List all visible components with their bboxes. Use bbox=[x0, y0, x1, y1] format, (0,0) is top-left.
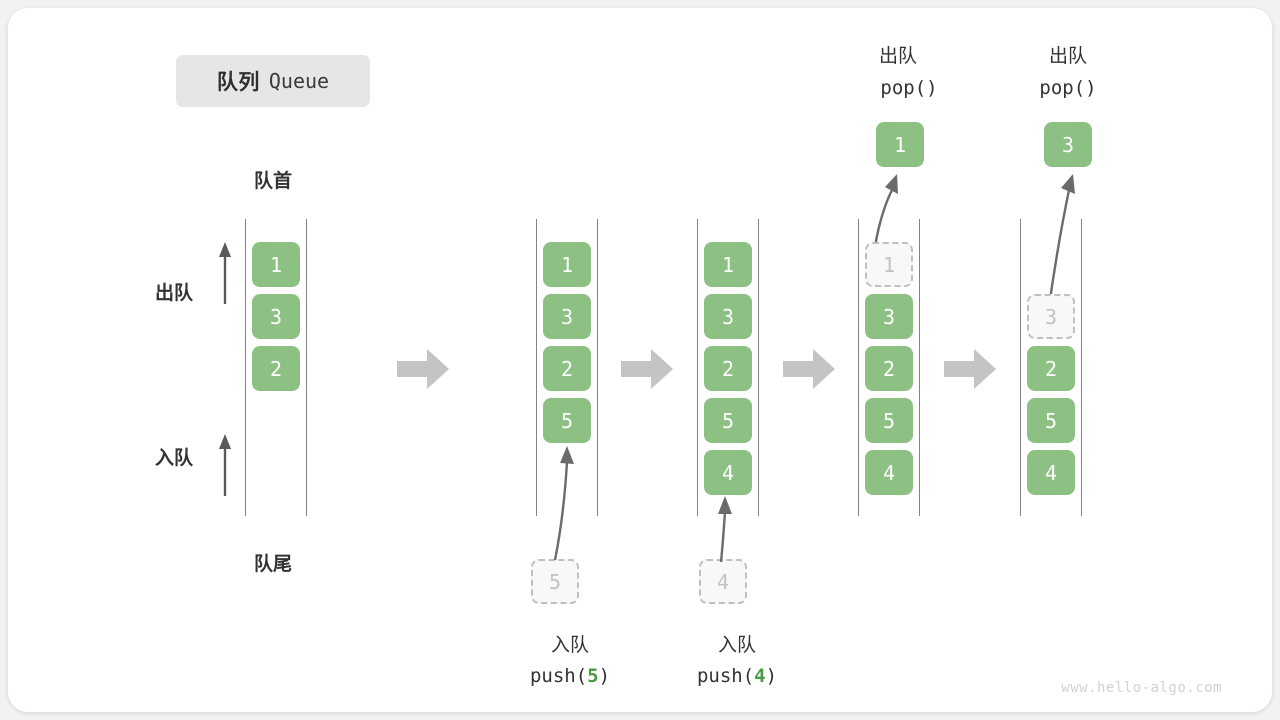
push-arrow-icon bbox=[718, 496, 732, 563]
queue-element: 1 bbox=[252, 242, 300, 287]
queue-element: 4 bbox=[865, 450, 913, 495]
dequeue-direction-label: 出队 bbox=[155, 283, 194, 304]
step-arrow-icon bbox=[621, 349, 673, 389]
queue-rail-left-col4 bbox=[858, 219, 859, 516]
queue-tail-label: 队尾 bbox=[253, 554, 293, 575]
queue-element: 3 bbox=[704, 294, 752, 339]
queue-element: 3 bbox=[865, 294, 913, 339]
push-call-suffix: ) bbox=[765, 665, 778, 687]
enqueue-direction-label: 入队 bbox=[155, 448, 194, 469]
popped-slot-ghost-box: 1 bbox=[865, 242, 913, 287]
queue-element: 4 bbox=[1027, 450, 1075, 495]
queue-rail-right-col5 bbox=[1081, 219, 1082, 516]
push-call-prefix: push( bbox=[529, 665, 588, 687]
dequeue-direction-arrow-icon bbox=[219, 242, 231, 304]
queue-element: 5 bbox=[1027, 398, 1075, 443]
queue-head-label: 队首 bbox=[253, 171, 293, 192]
pop-operation-call: pop() bbox=[1039, 77, 1097, 99]
queue-element: 2 bbox=[1027, 346, 1075, 391]
step-arrow-icon bbox=[783, 349, 835, 389]
push-operation-label: 入队 bbox=[717, 635, 757, 656]
enqueue-direction-arrow-icon bbox=[219, 434, 231, 496]
watermark: www.hello-algo.com bbox=[1061, 680, 1222, 696]
queue-rail-left-col1 bbox=[245, 219, 246, 516]
queue-element: 3 bbox=[252, 294, 300, 339]
pop-operation-call: pop() bbox=[880, 77, 938, 99]
step-arrow-icon bbox=[944, 349, 996, 389]
queue-rail-right-col4 bbox=[919, 219, 920, 516]
push-call-suffix: ) bbox=[598, 665, 611, 687]
step-arrow-icon bbox=[397, 349, 449, 389]
diagram-card: 队列 Queue 队首 队尾 出队 入队 1 3 2 1 3 bbox=[8, 8, 1272, 712]
queue-rail-right-col3 bbox=[758, 219, 759, 516]
queue-element: 2 bbox=[543, 346, 591, 391]
push-call-arg: 5 bbox=[587, 665, 599, 687]
queue-element: 1 bbox=[704, 242, 752, 287]
title-badge: 队列 Queue bbox=[176, 55, 370, 107]
queue-rail-right-col2 bbox=[597, 219, 598, 516]
title-chinese: 队列 bbox=[216, 71, 260, 94]
queue-element: 2 bbox=[252, 346, 300, 391]
queue-element-new: 4 bbox=[704, 450, 752, 495]
queue-rail-right-col1 bbox=[306, 219, 307, 516]
queue-element-new: 5 bbox=[543, 398, 591, 443]
queue-element: 5 bbox=[704, 398, 752, 443]
push-source-ghost-box: 5 bbox=[531, 559, 579, 604]
popped-slot-ghost-box: 3 bbox=[1027, 294, 1075, 339]
queue-rail-left-col2 bbox=[536, 219, 537, 516]
push-operation-call: push(4) bbox=[697, 665, 777, 687]
push-arrow-icon bbox=[553, 446, 574, 561]
queue-rail-left-col3 bbox=[697, 219, 698, 516]
push-operation-label: 入队 bbox=[550, 635, 590, 656]
title-english: Queue bbox=[268, 69, 330, 93]
queue-element: 2 bbox=[704, 346, 752, 391]
push-call-arg: 4 bbox=[754, 665, 766, 687]
push-call-prefix: push( bbox=[696, 665, 755, 687]
queue-rail-left-col5 bbox=[1020, 219, 1021, 516]
queue-element: 5 bbox=[865, 398, 913, 443]
queue-element: 2 bbox=[865, 346, 913, 391]
popped-element: 1 bbox=[876, 122, 924, 167]
push-source-ghost-box: 4 bbox=[699, 559, 747, 604]
push-operation-call: push(5) bbox=[530, 665, 610, 687]
queue-element: 3 bbox=[543, 294, 591, 339]
queue-element: 1 bbox=[543, 242, 591, 287]
pop-operation-label: 出队 bbox=[1048, 46, 1088, 67]
pop-operation-label: 出队 bbox=[878, 46, 918, 67]
popped-element: 3 bbox=[1044, 122, 1092, 167]
